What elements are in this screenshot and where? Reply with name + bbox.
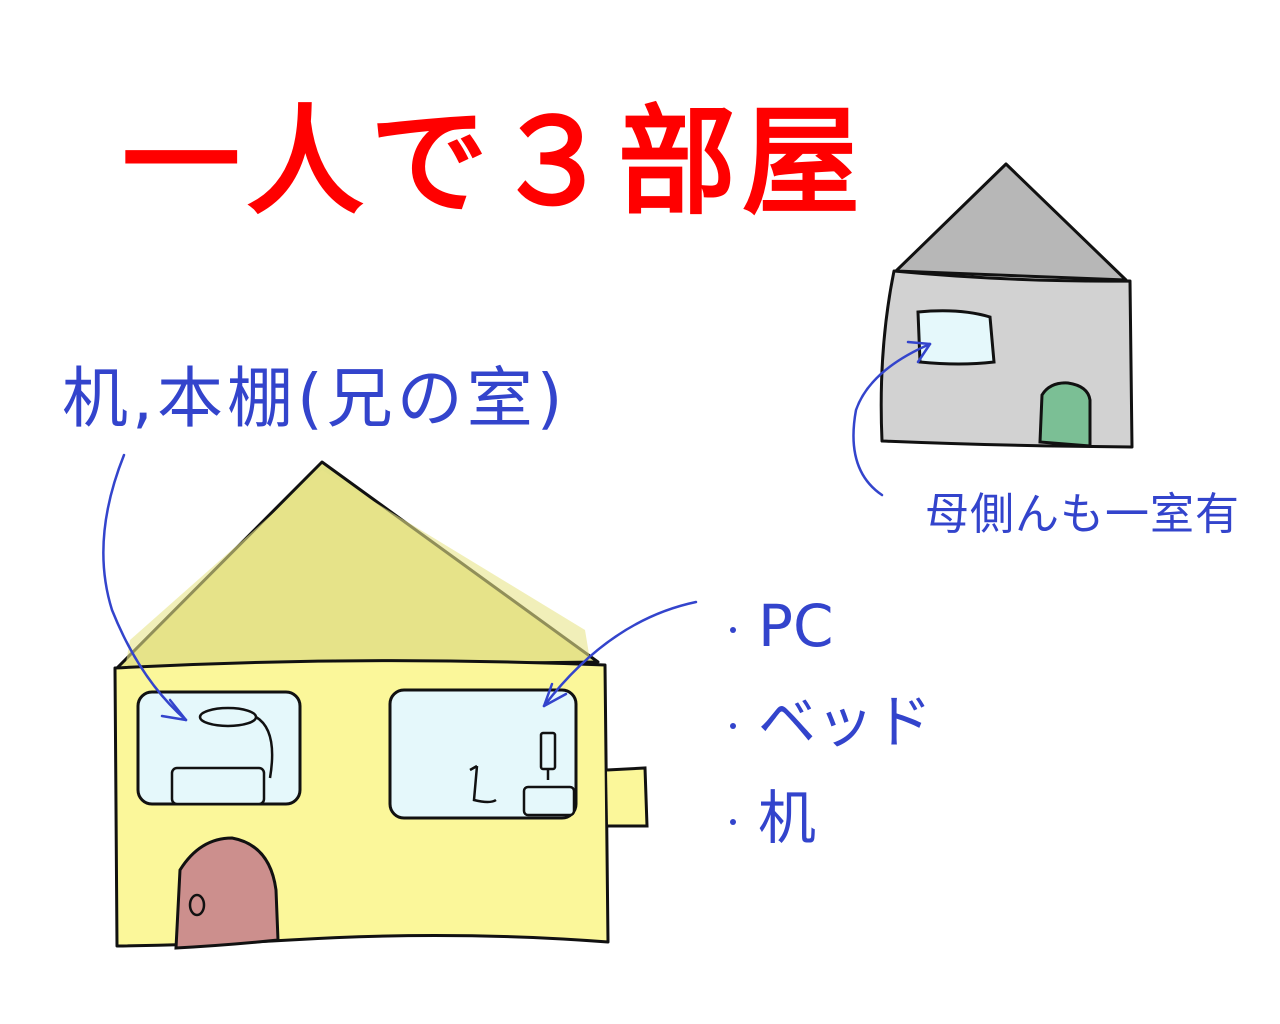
bookshelf-shape <box>170 766 266 806</box>
desk-top-shape <box>198 706 258 728</box>
arrow-to-left-window <box>102 453 188 722</box>
desk-leg-shape <box>255 715 274 779</box>
list-item-label: PC <box>758 592 834 660</box>
list-item: 机 <box>730 770 932 866</box>
bullet-dot <box>730 818 736 825</box>
bullet-dot <box>730 626 736 633</box>
bullet-dot <box>730 722 736 729</box>
right-room-item-list: PC ベッド 机 <box>730 578 932 866</box>
left-window <box>136 690 302 806</box>
main-house <box>113 460 649 950</box>
list-item-label: ベッド <box>758 688 933 756</box>
left-room-note: 机,本棚(兄の室) <box>62 360 567 437</box>
door-knob <box>188 893 206 917</box>
main-door <box>174 836 280 950</box>
chair-shape <box>469 764 497 804</box>
bed-shape <box>522 785 576 817</box>
list-item-label: 机 <box>758 784 817 852</box>
side-house-note: 母側んも一室有 <box>925 489 1240 540</box>
chimney-side-box <box>606 766 649 828</box>
annotation-arrows <box>102 340 932 722</box>
side-door <box>1038 381 1092 448</box>
side-house-roof <box>894 162 1128 282</box>
list-item: ベッド <box>730 674 932 770</box>
arrow-to-side-window <box>852 342 932 497</box>
side-house <box>879 162 1134 449</box>
list-item: PC <box>730 578 932 674</box>
page-title: 一人で３部屋 <box>122 93 867 231</box>
arrow-to-right-window <box>542 600 698 708</box>
pc-shape <box>539 731 557 771</box>
right-window <box>388 688 578 820</box>
main-house-roof-shading <box>125 470 590 668</box>
side-window <box>916 309 996 366</box>
